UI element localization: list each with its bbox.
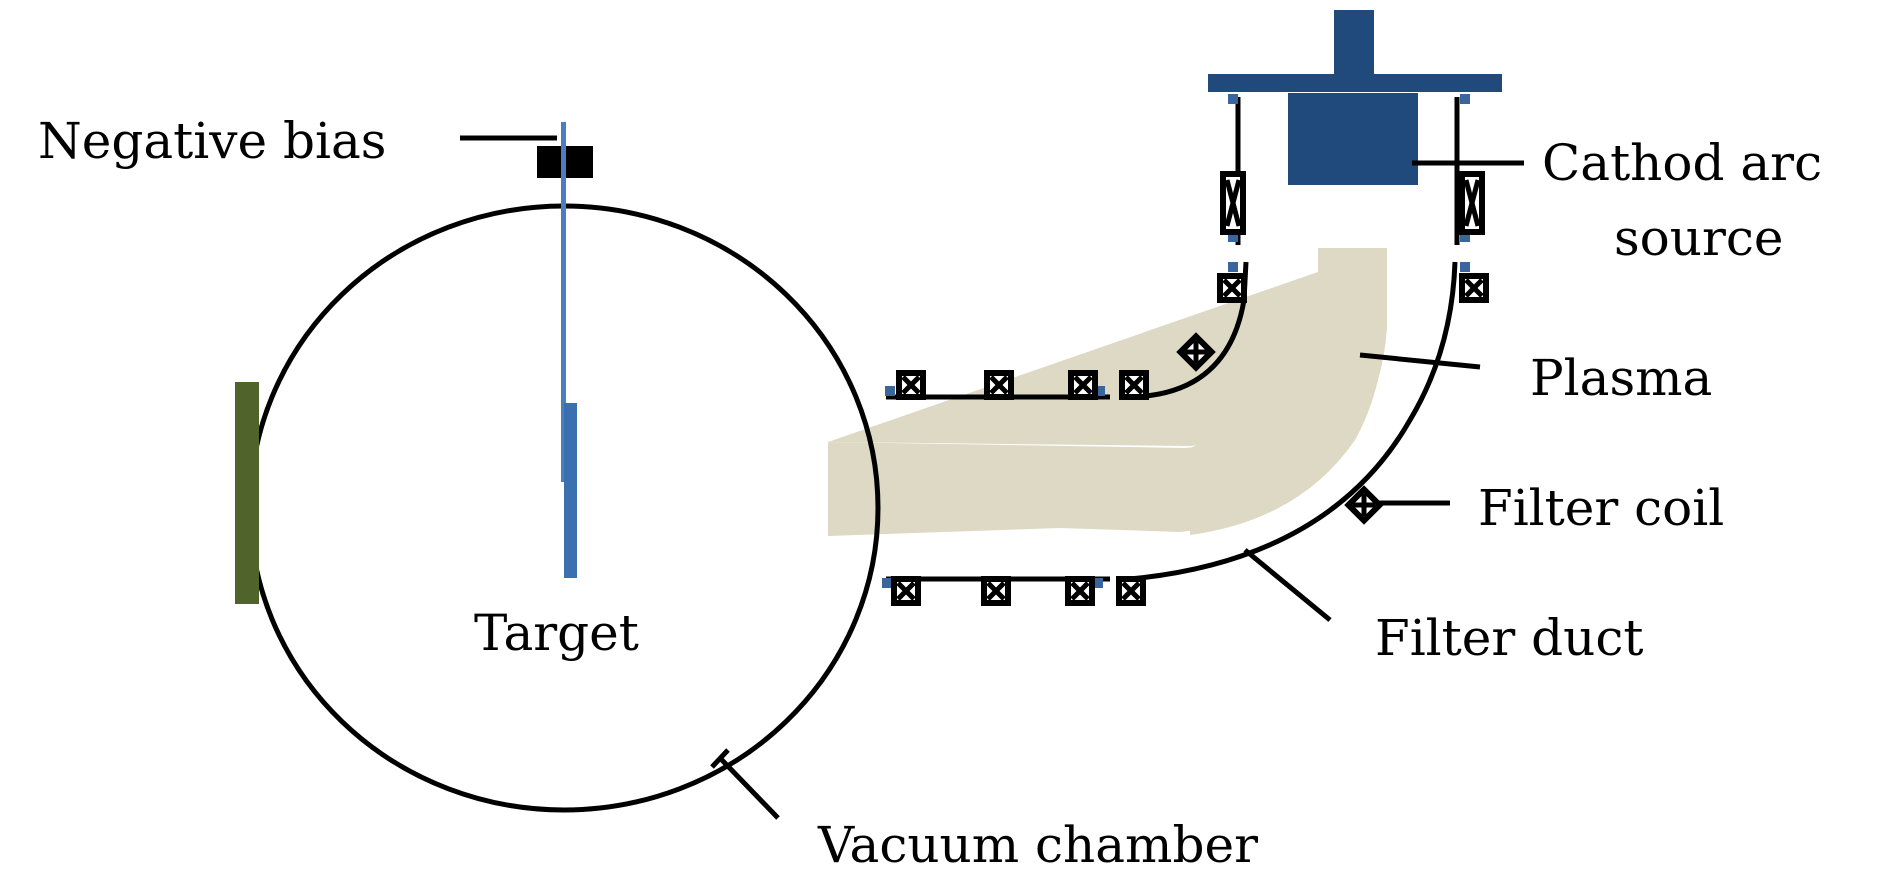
filter-coils — [891, 273, 1489, 606]
filter-coil-crossed — [1119, 370, 1149, 400]
flange-dot — [882, 578, 892, 588]
flange-dot — [1095, 386, 1105, 396]
target-substrate — [564, 403, 577, 578]
target-label: Target — [474, 604, 639, 662]
filter-coil-crossed — [984, 370, 1014, 400]
cathode-flange — [1208, 74, 1502, 92]
cathode-label-line2: source — [1614, 209, 1783, 267]
filter-coil-crossed — [891, 576, 921, 606]
flange-dot — [1460, 232, 1470, 242]
vacuum-chamber-label: Vacuum chamber — [817, 816, 1258, 874]
filter-coil-crossed — [1068, 370, 1098, 400]
diamond-coil-outer — [1344, 485, 1384, 525]
plasma-label: Plasma — [1530, 349, 1712, 407]
filter-duct-label: Filter duct — [1375, 609, 1643, 667]
plasma-leader — [1359, 352, 1481, 370]
vacuum-chamber-tick — [710, 748, 730, 769]
duct-inner-bend — [1129, 261, 1249, 400]
filter-coil-crossed — [896, 370, 926, 400]
chamber-window — [235, 382, 259, 604]
duct-outer-bend — [1129, 261, 1458, 582]
flange-dot — [1460, 94, 1470, 104]
negative-bias-label: Negative bias — [38, 112, 386, 170]
bias-rod — [561, 122, 566, 482]
filter-coil-crossed — [1459, 273, 1489, 303]
flange-dot — [1228, 94, 1238, 104]
cathode-label-line1: Cathod arc — [1542, 134, 1822, 192]
flange-dot — [1228, 232, 1238, 242]
vacuum-chamber-leader — [718, 756, 780, 820]
vertical-coil-right — [1459, 171, 1485, 235]
filter-coil-label: Filter coil — [1478, 479, 1724, 537]
flange-dot — [1460, 262, 1470, 272]
filter-coil-crossed — [1065, 576, 1095, 606]
filter-coil-crossed — [1116, 576, 1146, 606]
filter-coil-crossed — [1217, 273, 1247, 303]
flange-dot — [1228, 262, 1238, 272]
cathode-stem — [1334, 10, 1374, 78]
cathode-block — [1288, 93, 1418, 185]
filter-coil-crossed — [981, 576, 1011, 606]
vertical-coil-left — [1220, 171, 1246, 235]
flange-dot — [1093, 578, 1103, 588]
flange-dot — [885, 386, 895, 396]
filter-duct-leader — [1243, 548, 1332, 622]
flange-dots — [882, 94, 1470, 588]
diamond-coil-inner — [1176, 332, 1216, 372]
plasma-beam-body — [828, 248, 1387, 536]
